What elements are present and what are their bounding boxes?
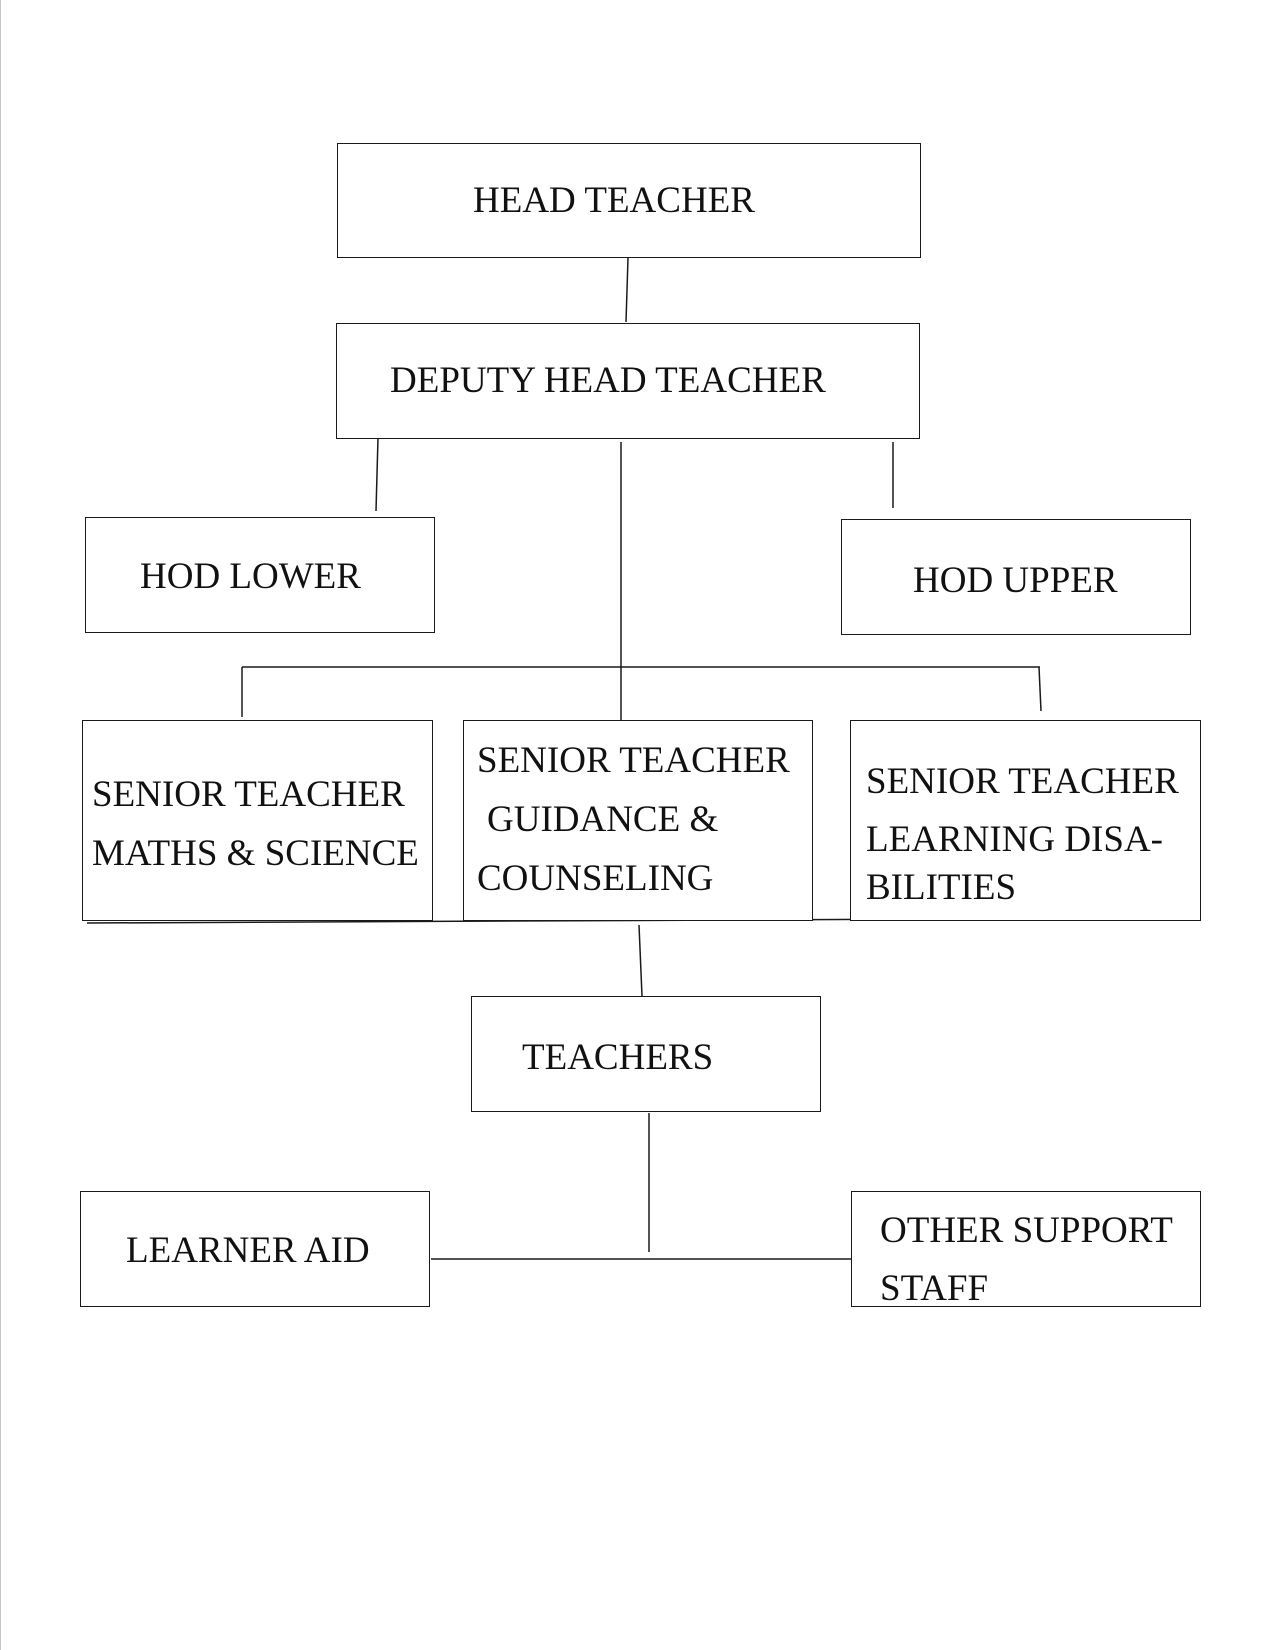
node-senior-maths-science-line-1: SENIOR TEACHER <box>92 774 405 815</box>
node-learner-aid: LEARNER AID <box>80 1191 430 1307</box>
node-deputy-head-teacher-label: DEPUTY HEAD TEACHER <box>390 360 826 401</box>
node-hod-upper-label: HOD UPPER <box>913 560 1118 601</box>
node-hod-upper: HOD UPPER <box>841 519 1191 635</box>
node-senior-learning-line-1: SENIOR TEACHER <box>866 761 1179 802</box>
node-teachers: TEACHERS <box>471 996 821 1112</box>
node-hod-lower: HOD LOWER <box>85 517 435 633</box>
node-senior-learning-disabilities: SENIOR TEACHER LEARNING DISA- BILITIES <box>850 720 1201 921</box>
node-deputy-head-teacher: DEPUTY HEAD TEACHER <box>336 323 920 439</box>
node-head-teacher: HEAD TEACHER <box>337 143 921 258</box>
node-senior-guidance-counseling-text: SENIOR TEACHER GUIDANCE & COUNSELING <box>477 731 790 908</box>
node-senior-guidance-line-2: GUIDANCE & <box>487 799 719 840</box>
node-senior-guidance-line-3: COUNSELING <box>477 858 714 899</box>
node-other-support-line-1: OTHER SUPPORT <box>880 1210 1173 1251</box>
node-teachers-label: TEACHERS <box>522 1037 714 1078</box>
node-other-support-staff-text: OTHER SUPPORT STAFF <box>880 1202 1173 1318</box>
node-senior-guidance-counseling: SENIOR TEACHER GUIDANCE & COUNSELING <box>463 720 813 921</box>
node-senior-maths-science: SENIOR TEACHER MATHS & SCIENCE <box>82 720 433 921</box>
node-other-support-staff: OTHER SUPPORT STAFF <box>851 1191 1201 1309</box>
node-senior-learning-line-3: BILITIES <box>866 867 1017 908</box>
node-senior-learning-disabilities-text: SENIOR TEACHER LEARNING DISA- BILITIES <box>866 753 1179 907</box>
connector-bus-to-senior-learning <box>1038 666 1042 712</box>
node-senior-learning-line-2: LEARNING DISA- <box>866 819 1163 860</box>
node-head-teacher-label: HEAD TEACHER <box>473 180 755 221</box>
node-senior-guidance-line-1: SENIOR TEACHER <box>477 740 790 781</box>
node-learner-aid-label: LEARNER AID <box>126 1230 370 1271</box>
node-hod-lower-label: HOD LOWER <box>140 556 361 597</box>
connector-guidance-to-teachers <box>638 924 643 997</box>
node-other-support-line-2: STAFF <box>880 1268 989 1309</box>
node-senior-maths-science-text: SENIOR TEACHER MATHS & SCIENCE <box>92 765 419 883</box>
node-senior-maths-science-line-2: MATHS & SCIENCE <box>92 833 419 874</box>
connector-head-to-deputy <box>625 257 629 323</box>
connector-deputy-to-hod-lower <box>375 437 379 512</box>
